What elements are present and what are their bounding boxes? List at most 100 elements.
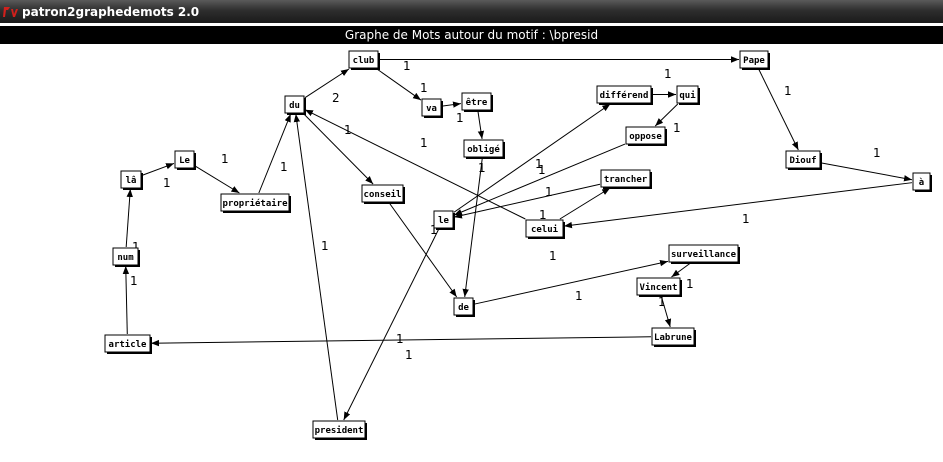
node-box[interactable] <box>596 85 652 104</box>
node-box[interactable] <box>284 95 305 114</box>
edge-etre-oblige <box>477 110 485 140</box>
node-va[interactable]: va <box>421 98 443 118</box>
edge-le_cap-proprietaire <box>194 165 240 194</box>
node-box[interactable] <box>104 334 151 353</box>
node-article[interactable]: article <box>104 334 152 354</box>
node-president[interactable]: president <box>312 420 367 440</box>
node-label: différend <box>600 90 649 101</box>
node-box[interactable] <box>636 277 681 296</box>
edge-proprietaire-du <box>258 113 292 194</box>
edge-weight-label: 1 <box>664 67 672 81</box>
node-qui[interactable]: qui <box>676 85 700 105</box>
edge-weight-label: 1 <box>456 111 464 125</box>
node-label: club <box>353 56 375 66</box>
node-le[interactable]: le <box>433 210 455 230</box>
edge-weight-label: 1 <box>420 81 428 95</box>
edge-la-le_cap <box>141 162 175 176</box>
node-box[interactable] <box>651 327 695 346</box>
node-pape[interactable]: Pape <box>739 50 770 70</box>
node-celui[interactable]: celui <box>525 219 565 239</box>
node-box[interactable] <box>739 50 769 69</box>
node-conseil[interactable]: conseil <box>361 184 405 204</box>
node-label: propriétaire <box>222 198 288 209</box>
node-box[interactable] <box>433 210 454 229</box>
node-box[interactable] <box>174 150 195 169</box>
node-label: president <box>315 425 364 436</box>
node-label: surveillance <box>671 249 737 260</box>
edge-weight-label: 1 <box>420 136 428 150</box>
node-etre[interactable]: être <box>461 92 493 112</box>
node-label: article <box>109 339 148 350</box>
edge-le-differend <box>453 103 611 213</box>
node-box[interactable] <box>625 126 666 145</box>
edge-weight-label: 1 <box>658 295 666 309</box>
edge-diouf-a <box>820 162 913 182</box>
edge-qui-oppose <box>654 103 679 127</box>
node-du[interactable]: du <box>284 95 306 115</box>
node-la[interactable]: lâ <box>120 170 143 190</box>
node-box[interactable] <box>421 98 442 117</box>
node-label: conseil <box>364 189 402 200</box>
node-labrune[interactable]: Labrune <box>651 327 696 347</box>
edge-weight-label: 1 <box>321 239 329 253</box>
node-differend[interactable]: différend <box>596 85 653 105</box>
node-label: obligé <box>467 144 500 155</box>
edge-de-surveillance <box>473 259 669 305</box>
node-num[interactable]: num <box>112 247 140 267</box>
edge-president-du <box>293 113 339 421</box>
node-club[interactable]: club <box>348 50 380 70</box>
node-box[interactable] <box>676 85 699 104</box>
node-box[interactable] <box>220 193 290 212</box>
node-vincent[interactable]: Vincent <box>636 277 682 297</box>
edge-article-num <box>122 265 130 335</box>
node-proprietaire[interactable]: propriétaire <box>220 193 291 213</box>
node-label: oppose <box>629 132 662 142</box>
edge-pape-diouf <box>758 68 799 151</box>
edge-weight-label: 1 <box>396 332 404 346</box>
node-label: num <box>117 253 134 263</box>
edge-celui-du <box>304 109 526 220</box>
title-bar: patron2graphedemots 2.0 <box>0 0 943 23</box>
node-surveillance[interactable]: surveillance <box>668 244 740 264</box>
node-box[interactable] <box>453 297 474 316</box>
edge-num-la <box>125 188 133 248</box>
node-diouf[interactable]: Diouf <box>785 150 822 170</box>
node-box[interactable] <box>463 139 504 158</box>
node-a[interactable]: à <box>912 172 932 192</box>
node-label: qui <box>679 90 696 101</box>
edge-le-president <box>343 228 440 421</box>
node-box[interactable] <box>348 50 379 69</box>
node-box[interactable] <box>112 247 139 266</box>
node-box[interactable] <box>120 170 142 189</box>
node-oblige[interactable]: obligé <box>463 139 505 159</box>
node-label: Pape <box>743 56 765 66</box>
node-box[interactable] <box>912 172 931 191</box>
node-box[interactable] <box>461 92 492 111</box>
edge-trancher-le <box>453 183 601 219</box>
node-trancher[interactable]: trancher <box>600 169 652 189</box>
node-label: lâ <box>126 176 137 186</box>
edge-surveillance-vincent <box>671 262 691 278</box>
node-box[interactable] <box>361 184 404 203</box>
edge-weight-label: 1 <box>430 223 438 237</box>
edge-weight-label: 1 <box>575 289 583 303</box>
edge-weight-label: 1 <box>873 146 881 160</box>
node-box[interactable] <box>600 169 651 188</box>
node-label: le <box>438 216 449 226</box>
node-box[interactable] <box>668 244 739 263</box>
node-box[interactable] <box>785 150 821 169</box>
node-le_cap[interactable]: Le <box>174 150 196 170</box>
edge-weight-label: 1 <box>132 240 140 254</box>
node-box[interactable] <box>525 219 564 238</box>
node-label: va <box>426 104 437 114</box>
node-de[interactable]: de <box>453 297 475 317</box>
edge-vincent-labrune <box>660 295 672 328</box>
edge-a-celui <box>563 182 913 229</box>
edge-conseil-de <box>388 202 458 298</box>
edge-weight-label: 1 <box>163 176 171 190</box>
node-box[interactable] <box>312 420 366 439</box>
node-oppose[interactable]: oppose <box>625 126 667 146</box>
node-label: celui <box>531 224 559 235</box>
